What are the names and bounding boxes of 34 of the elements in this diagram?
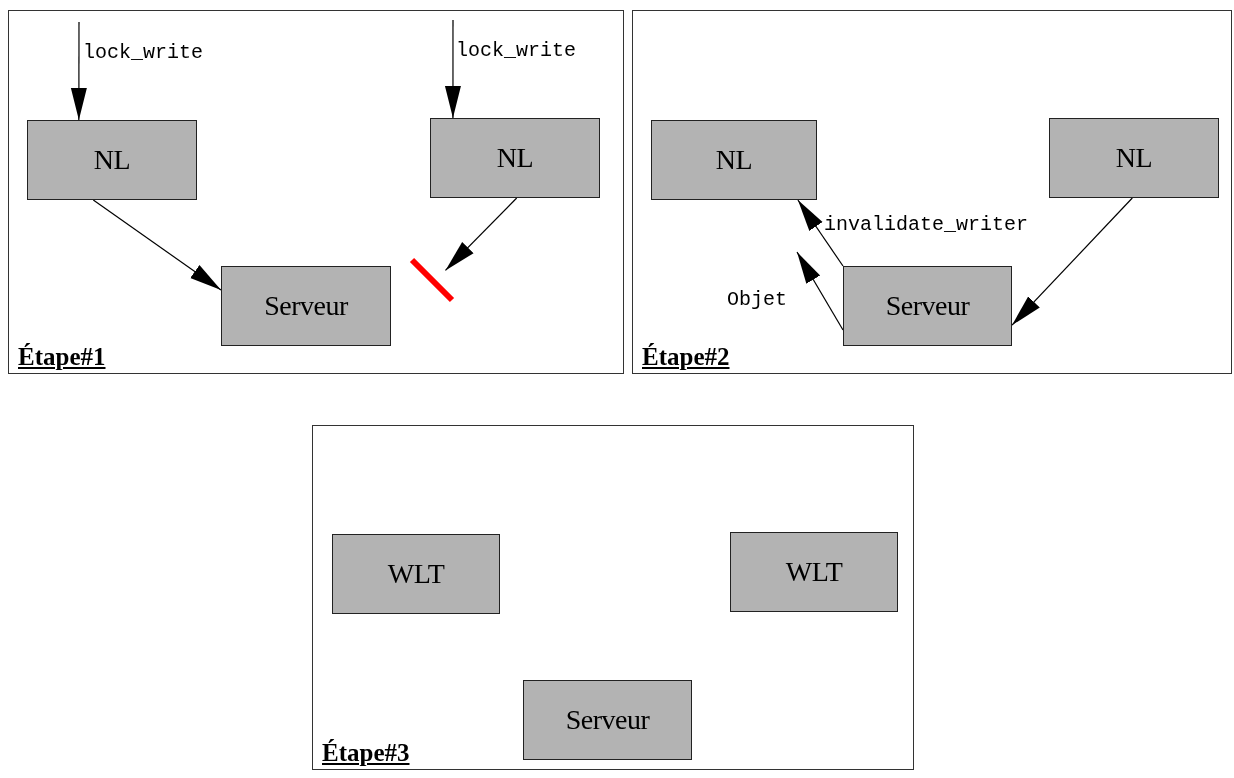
box-label: WLT [387, 558, 445, 590]
box-label: WLT [785, 556, 843, 588]
process-box [651, 120, 817, 200]
process-box [843, 266, 1012, 346]
arrow [92, 199, 222, 291]
process-box [523, 680, 692, 760]
step-heading: Étape#2 [642, 343, 730, 371]
process-box [1049, 118, 1219, 198]
edge-label: invalidate_writer [823, 214, 1030, 236]
box-label: NL [93, 144, 131, 176]
box-label: Serveur [885, 290, 970, 322]
process-box [430, 118, 600, 198]
arrow [797, 199, 844, 267]
box-label: NL [715, 144, 753, 176]
arrow [444, 197, 518, 271]
arrow [1011, 197, 1133, 326]
box-label: NL [1115, 142, 1153, 174]
step-panel [632, 10, 1232, 374]
arrow [70, 21, 87, 121]
box-label: NL [496, 142, 534, 174]
box-label: Serveur [565, 704, 650, 736]
edge-label: Objet [726, 289, 788, 311]
step-heading: Étape#3 [322, 739, 410, 767]
process-box [27, 120, 197, 200]
box-label: Serveur [264, 290, 348, 322]
step-panel [8, 10, 624, 374]
process-box [730, 532, 898, 612]
arrow [444, 19, 461, 119]
step-heading: Étape#1 [18, 343, 106, 371]
step-panel [312, 425, 914, 770]
arrow [796, 251, 844, 331]
process-box [332, 534, 500, 614]
blocking-bar [408, 256, 456, 304]
process-box [221, 266, 391, 346]
